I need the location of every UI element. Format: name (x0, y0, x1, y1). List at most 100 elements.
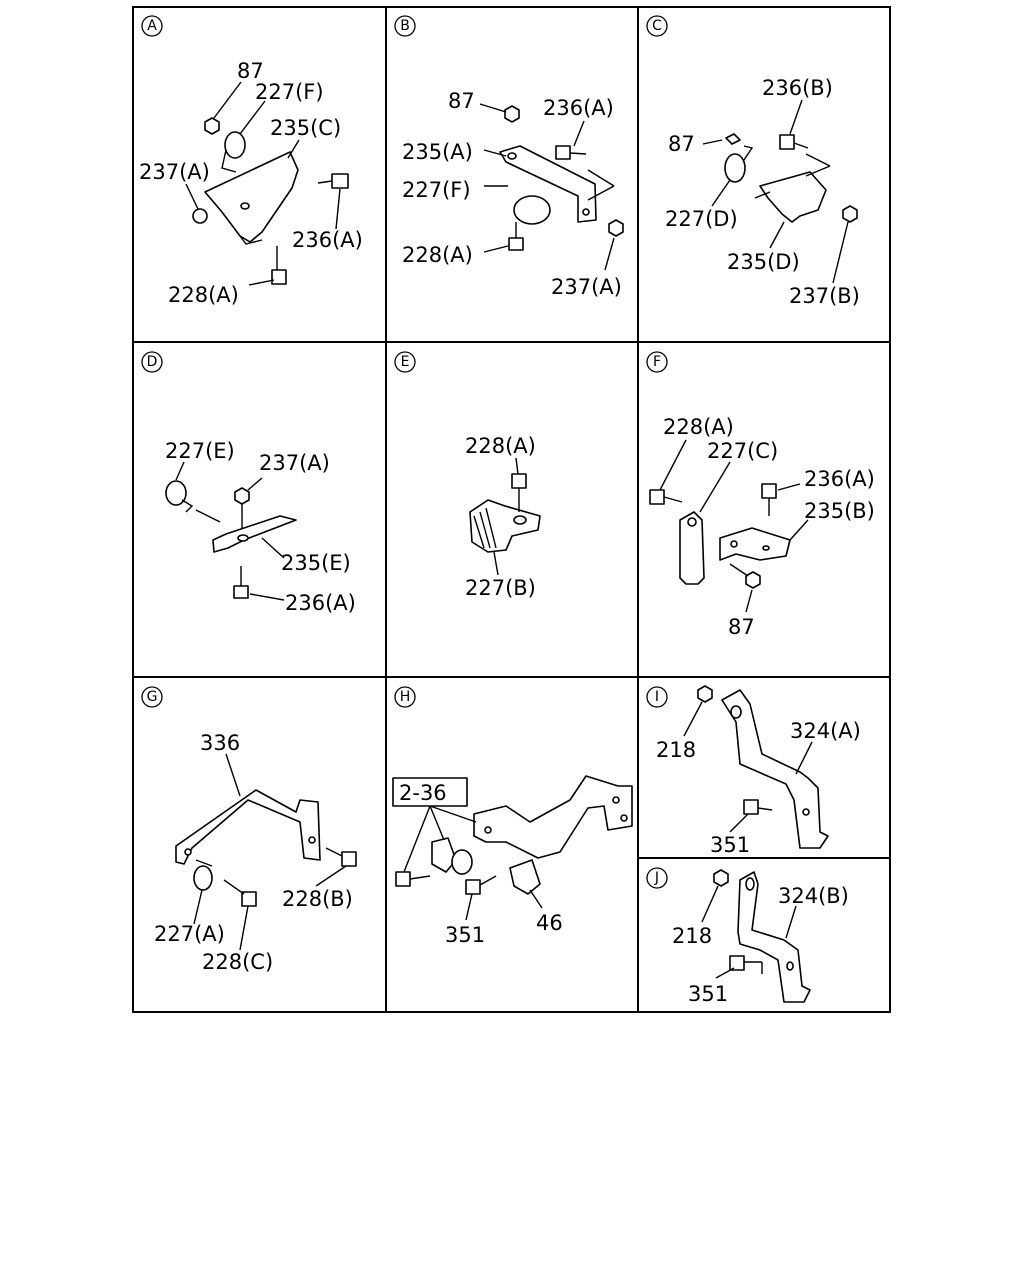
part-label: 227(B) (465, 576, 536, 600)
part-label: 351 (710, 833, 750, 857)
part-label: 228(A) (465, 434, 536, 458)
bolt-236b (779, 134, 795, 150)
bracket-235d (759, 171, 827, 223)
part-label: 324(A) (790, 719, 861, 743)
part-label: 228(C) (202, 950, 273, 974)
panel-letter: I (655, 689, 659, 705)
bracket-235e (212, 515, 297, 553)
clamp-227e (165, 480, 187, 506)
nut-87 (725, 133, 741, 145)
part-label: 237(A) (551, 275, 622, 299)
part-label: 227(A) (154, 922, 225, 946)
panel-letter: E (401, 354, 410, 370)
bolt-228a (511, 473, 527, 489)
part-label: 227(E) (165, 439, 235, 463)
panel-letter: H (400, 689, 411, 705)
part-label: 236(A) (285, 591, 356, 615)
bolt-228a (649, 489, 665, 505)
part-label: 228(A) (168, 283, 239, 307)
nut-218 (713, 869, 729, 887)
part-label: 351 (688, 982, 728, 1006)
part-label: 228(A) (663, 415, 734, 439)
bolt-228a (508, 237, 524, 251)
part-label: 236(A) (292, 228, 363, 252)
part-label: 237(A) (139, 160, 210, 184)
panel-letter: D (147, 354, 158, 370)
bracket-324a (721, 689, 829, 849)
part-label: 228(B) (282, 887, 353, 911)
part-label: 227(F) (402, 178, 471, 202)
nut-87 (745, 571, 761, 589)
part-label: 235(A) (402, 140, 473, 164)
panel-j: J 218 324(B) 351 (646, 867, 849, 1006)
part-label: 228(A) (402, 243, 473, 267)
bolt-351 (729, 955, 745, 971)
panel-f: F 228(A) 227(C) 236(A) 235(B) 87 (646, 351, 875, 639)
panel-letter: C (652, 18, 662, 34)
part-label: 227(F) (255, 80, 324, 104)
part-label: 236(A) (543, 96, 614, 120)
hole (786, 961, 794, 971)
panel-b: B 87 236(A) 235(A) 227(F) 228(A) 237(A) (394, 15, 624, 299)
part-label: 227(D) (665, 207, 738, 231)
bracket-235b (719, 527, 791, 561)
part-label: 87 (668, 132, 695, 156)
part-label: 236(A) (804, 467, 875, 491)
panel-g: G 336 228(B) 227(A) 228(C) (141, 686, 357, 974)
part-label: 336 (200, 731, 240, 755)
part-label: 87 (728, 615, 755, 639)
bolt-351 (465, 879, 481, 895)
grid-frame (132, 6, 891, 1013)
clamp-227b (469, 499, 541, 553)
part-label: 235(D) (727, 250, 800, 274)
part-label: 351 (445, 923, 485, 947)
hole (687, 517, 697, 527)
hole (730, 540, 738, 548)
hole (184, 848, 192, 856)
panel-e: E 228(A) 227(B) (394, 351, 541, 600)
nut-237b (842, 205, 858, 223)
bracket-235a (499, 145, 597, 223)
part-label: 218 (656, 738, 696, 762)
bolt-236a (233, 585, 249, 599)
hole (484, 826, 492, 834)
part-label: 218 (672, 924, 712, 948)
hole (240, 202, 250, 210)
bolt-228b (341, 851, 357, 867)
panel-letter: B (400, 18, 410, 34)
nut-237a (192, 208, 208, 224)
part-label: 235(B) (804, 499, 875, 523)
nut-218 (697, 685, 713, 703)
clamp-227a (193, 865, 213, 891)
bolt-236a (761, 483, 777, 499)
panel-c: C 236(B) 87 227(D) 235(D) 237(B) (646, 15, 860, 308)
clamp-227f (224, 131, 246, 159)
clamp-227c (679, 511, 705, 585)
part-label: 237(B) (789, 284, 860, 308)
part-label: 235(E) (281, 551, 351, 575)
hole (745, 877, 755, 891)
part-label: 237(A) (259, 451, 330, 475)
bracket (473, 775, 633, 859)
part-label: 236(B) (762, 76, 833, 100)
part-label: 46 (536, 911, 563, 935)
hole (308, 836, 316, 844)
hole (802, 808, 810, 816)
panel-letter: F (653, 354, 661, 370)
panel-i: I 218 324(A) 351 (646, 685, 861, 857)
nut-237a (234, 487, 250, 505)
bolt-228c (241, 891, 257, 907)
clamp-227f (513, 195, 551, 225)
nut-87 (204, 117, 220, 135)
hole (620, 814, 628, 822)
part-label: 2-36 (399, 781, 447, 805)
hole (730, 705, 742, 719)
part-label: 324(B) (778, 884, 849, 908)
bolt-236a (555, 145, 571, 160)
hole (237, 534, 249, 542)
nut-237a (608, 219, 624, 237)
part-label: 227(C) (707, 439, 778, 463)
bracket-336 (175, 789, 321, 865)
bolt-236a (331, 173, 349, 189)
